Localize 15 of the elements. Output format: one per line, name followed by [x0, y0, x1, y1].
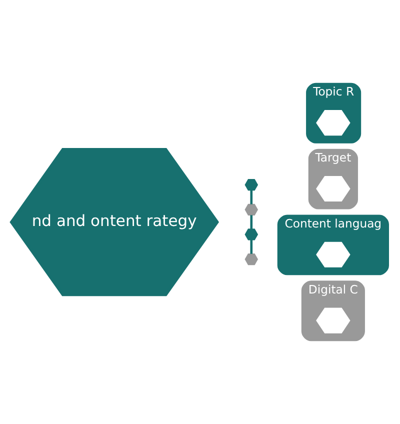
node-hexagon: [316, 242, 350, 268]
connector: [250, 240, 253, 254]
cluster: Target: [308, 148, 358, 210]
cluster: Topic R: [306, 82, 362, 144]
node-hexagon: [316, 176, 350, 202]
node-hexagon: [316, 110, 350, 136]
connector: [250, 190, 253, 204]
node-hexagon: [244, 204, 258, 216]
cluster: Content languag: [277, 214, 389, 276]
cluster: Digital C: [301, 280, 365, 342]
connector: [250, 215, 253, 230]
node-hexagon: [316, 308, 350, 334]
node-hexagon: [244, 228, 258, 240]
node-hexagon: [244, 253, 258, 266]
node-hexagon: [244, 179, 258, 191]
